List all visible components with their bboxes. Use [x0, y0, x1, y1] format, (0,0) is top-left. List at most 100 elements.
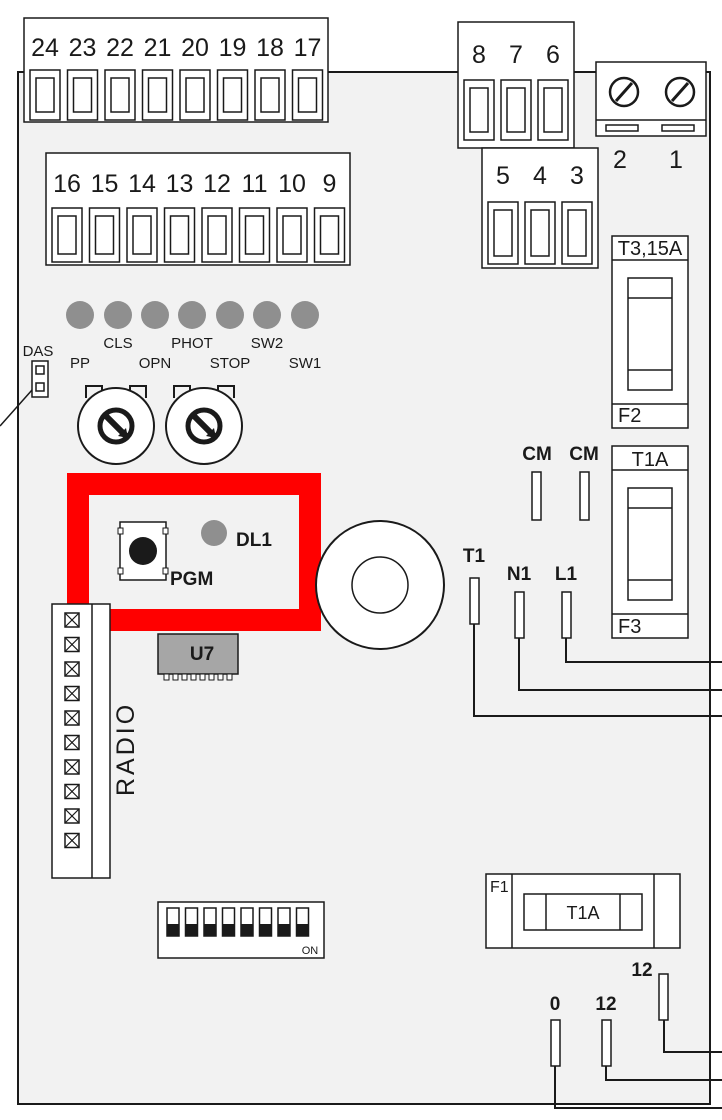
- pin-label-n1: N1: [507, 564, 532, 585]
- chip-pin: [199, 673, 206, 681]
- trimmer-right: [165, 385, 243, 465]
- terminal-label-5: 5: [496, 162, 510, 190]
- terminal-label-13: 13: [166, 170, 194, 198]
- dip-switch-knob: [296, 924, 309, 936]
- radio-pin-cross: [64, 612, 80, 628]
- terminal-label-22: 22: [106, 34, 134, 62]
- led-pp: [66, 301, 94, 329]
- dip-switch-knob: [185, 924, 198, 936]
- terminal-label-10: 10: [278, 170, 306, 198]
- terminal-screw-recess: [132, 215, 152, 255]
- led-label-cls: CLS: [103, 335, 132, 352]
- terminal-screw-recess: [222, 77, 243, 113]
- led-cls: [104, 301, 132, 329]
- fuse-f2: T3,15A F2: [611, 235, 689, 429]
- led-sw1: [291, 301, 319, 329]
- terminal-label-17: 17: [294, 34, 322, 62]
- pin-label-l1: L1: [555, 564, 578, 585]
- terminal-screw-recess: [207, 215, 227, 255]
- pgm-button-knob: [129, 537, 157, 565]
- radio-pin-cross: [64, 784, 80, 799]
- terminal-label-12: 12: [203, 170, 231, 198]
- fuse-f1-rating: T1A: [566, 903, 599, 923]
- terminal-label-7: 7: [509, 41, 523, 69]
- radio-pin-cross: [64, 808, 80, 824]
- terminal-screw-recess: [297, 77, 318, 113]
- terminal-label-24: 24: [31, 34, 59, 62]
- led-sw2: [253, 301, 281, 329]
- chip-pin: [163, 673, 170, 681]
- chip-pin: [190, 673, 197, 681]
- das-label: DAS: [23, 343, 54, 360]
- fuse-f3-rating: T1A: [632, 449, 669, 471]
- supply-label-12-a: 12: [595, 994, 616, 1015]
- led-stop: [216, 301, 244, 329]
- fuse-f3: T1A F3: [611, 445, 689, 639]
- dip-switch-knob: [167, 924, 179, 936]
- fuse-f3-name: F3: [618, 616, 641, 638]
- led-label-sw1: SW1: [289, 355, 322, 372]
- chip-pin: [217, 673, 224, 681]
- power-pins: T1 N1 L1: [463, 546, 722, 717]
- terminal-screw-recess: [57, 215, 77, 255]
- chip-pin: [172, 673, 179, 681]
- radio-label: RADIO: [112, 702, 140, 796]
- supply-label-12-b: 12: [631, 960, 652, 981]
- terminal-screw-recess: [530, 209, 550, 257]
- led-label-pp: PP: [70, 355, 90, 372]
- terminal-label-2: 2: [613, 146, 627, 174]
- terminal-screw-recess: [185, 77, 205, 113]
- pin-label-t1: T1: [463, 546, 486, 567]
- led-dl1: [201, 520, 227, 546]
- terminal-screw-recess: [319, 215, 340, 255]
- led-label-sw2: SW2: [251, 335, 284, 352]
- terminal-label-8: 8: [472, 41, 486, 69]
- radio-pin-cross: [64, 686, 80, 701]
- terminal-screw-recess: [282, 215, 302, 255]
- chip-pin: [226, 673, 233, 681]
- fuse-f2-rating: T3,15A: [618, 238, 683, 260]
- radio-pin-cross: [64, 735, 80, 750]
- terminal-label-15: 15: [91, 170, 119, 198]
- supply-label-0: 0: [550, 994, 561, 1015]
- radio-pin-cross: [64, 833, 80, 848]
- terminal-label-21: 21: [144, 34, 172, 62]
- terminal-screw-recess: [543, 87, 563, 133]
- supply-pins: 0 12 12: [550, 960, 722, 1109]
- terminal-screw-recess: [567, 209, 587, 257]
- terminal-block-2-1: 2 1: [595, 61, 707, 174]
- terminal-label-6: 6: [546, 41, 560, 69]
- terminal-label-3: 3: [570, 162, 584, 190]
- terminal-screw-recess: [493, 209, 513, 257]
- terminal-label-1: 1: [669, 146, 683, 174]
- dip-switch-knob: [204, 924, 216, 936]
- terminal-label-11: 11: [242, 170, 268, 198]
- pgm-button-area: PGM DL1: [117, 520, 272, 590]
- trimmer-left: [77, 385, 155, 465]
- status-leds: CLS PHOT SW2 PP OPN STOP SW1: [66, 301, 321, 372]
- terminal-label-23: 23: [69, 34, 97, 62]
- terminal-screw-recess: [147, 77, 168, 113]
- terminal-screw-recess: [35, 77, 55, 113]
- led-label-stop: STOP: [210, 355, 251, 372]
- radio-pin-cross: [64, 710, 80, 726]
- cm-pins: CM CM: [522, 444, 599, 521]
- u7-label: U7: [190, 644, 214, 665]
- dip-switch-knob: [278, 924, 290, 936]
- cm-label-left: CM: [522, 444, 552, 465]
- cm-label-right: CM: [569, 444, 599, 465]
- led-label-phot: PHOT: [171, 335, 213, 352]
- terminal-screw-recess: [260, 77, 280, 113]
- dl1-label: DL1: [236, 530, 272, 551]
- terminal-label-4: 4: [533, 162, 547, 190]
- dip-switch-knob: [222, 924, 235, 936]
- fuse-f1: F1 T1A: [485, 873, 681, 949]
- led-opn: [141, 301, 169, 329]
- dip-on-label: ON: [302, 945, 319, 957]
- terminal-label-20: 20: [181, 34, 209, 62]
- led-phot: [178, 301, 206, 329]
